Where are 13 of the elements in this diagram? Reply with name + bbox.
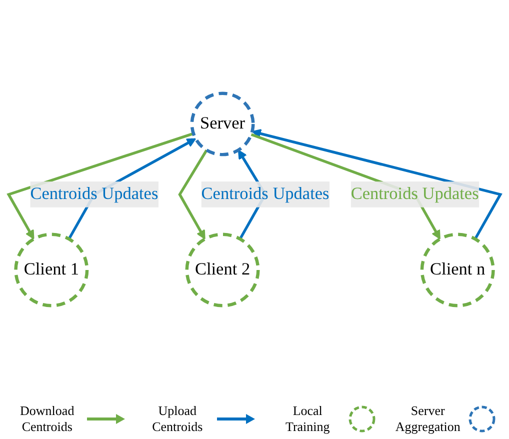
node-circle: Client n — [420, 232, 495, 308]
arrow — [178, 149, 208, 240]
legend-label: Local Training — [284, 403, 331, 435]
arrow — [6, 132, 194, 240]
edge-label: Centroids Updates — [350, 184, 479, 204]
legend-label: Download Centroids — [19, 403, 76, 435]
legend-label: Upload Centroids — [151, 403, 204, 435]
node-circle: Client 2 — [185, 232, 260, 308]
node-circle: Client 1 — [14, 232, 89, 308]
legend-label: Server Aggregation — [394, 403, 462, 435]
edge-label: Centroids Updates — [30, 184, 158, 204]
edge-label: Centroids Updates — [201, 184, 330, 204]
node-circle: Server — [190, 92, 255, 156]
